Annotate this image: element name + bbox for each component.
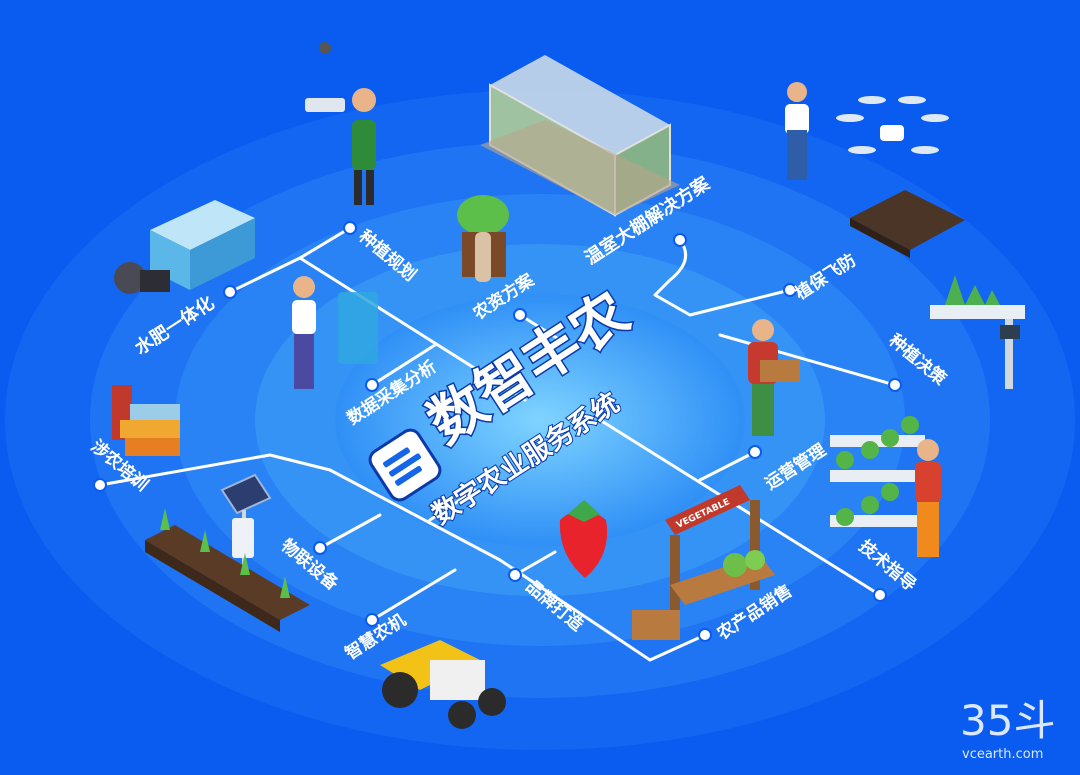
dot-irrigation — [223, 285, 237, 299]
line-center-low — [428, 488, 477, 522]
books-icon — [112, 385, 180, 456]
drone-pilot-icon — [785, 82, 809, 180]
dot-sales — [698, 628, 712, 642]
dot-tech — [873, 588, 887, 602]
strawberry-icon — [559, 500, 608, 578]
dot-greenhouse — [673, 233, 687, 247]
seedling-bed-icon — [145, 508, 310, 632]
water-tank-icon — [114, 200, 255, 294]
watermark-logo: 35斗 — [960, 696, 1055, 745]
line-bottom — [98, 453, 707, 662]
watermark: 35斗 vcearth.com — [960, 696, 1055, 762]
technician-icon — [915, 439, 941, 557]
crop-roots-icon — [457, 195, 509, 282]
plant-rack-icon — [930, 275, 1025, 389]
drone-icon — [836, 96, 949, 154]
dot-planning — [343, 221, 357, 235]
illustrations — [112, 42, 1025, 729]
dot-iot — [313, 541, 327, 555]
line-tech — [598, 418, 882, 597]
line-iot — [318, 513, 382, 550]
farmer-planning-icon — [305, 42, 376, 205]
dot-machine — [365, 613, 379, 627]
dot-training — [93, 478, 107, 492]
data-analyst-icon — [292, 276, 378, 389]
hydroponic-rack-icon — [830, 416, 925, 527]
line-nongzi — [518, 313, 562, 342]
ring-center — [335, 294, 745, 546]
dot-data — [365, 378, 379, 392]
dot-nongzi — [513, 308, 527, 322]
line-machine — [370, 568, 457, 622]
logo-badge — [368, 428, 442, 502]
dot-decision — [888, 378, 902, 392]
line-diag-left — [298, 256, 527, 402]
line-brand — [513, 550, 557, 577]
line-data — [370, 343, 437, 387]
field-plot-icon — [850, 190, 965, 258]
vegetable-stall-icon — [632, 485, 775, 640]
line-ops — [698, 450, 757, 482]
farmer-crate-icon — [748, 319, 800, 436]
iot-device-icon — [220, 473, 272, 590]
dot-drone — [783, 283, 797, 297]
watermark-url: vcearth.com — [962, 747, 1043, 762]
greenhouse-icon — [480, 55, 680, 217]
dot-ops — [748, 445, 762, 459]
tractor-icon — [380, 640, 506, 729]
node-dots — [93, 221, 902, 642]
dot-brand — [508, 568, 522, 582]
line-decision — [718, 333, 897, 387]
